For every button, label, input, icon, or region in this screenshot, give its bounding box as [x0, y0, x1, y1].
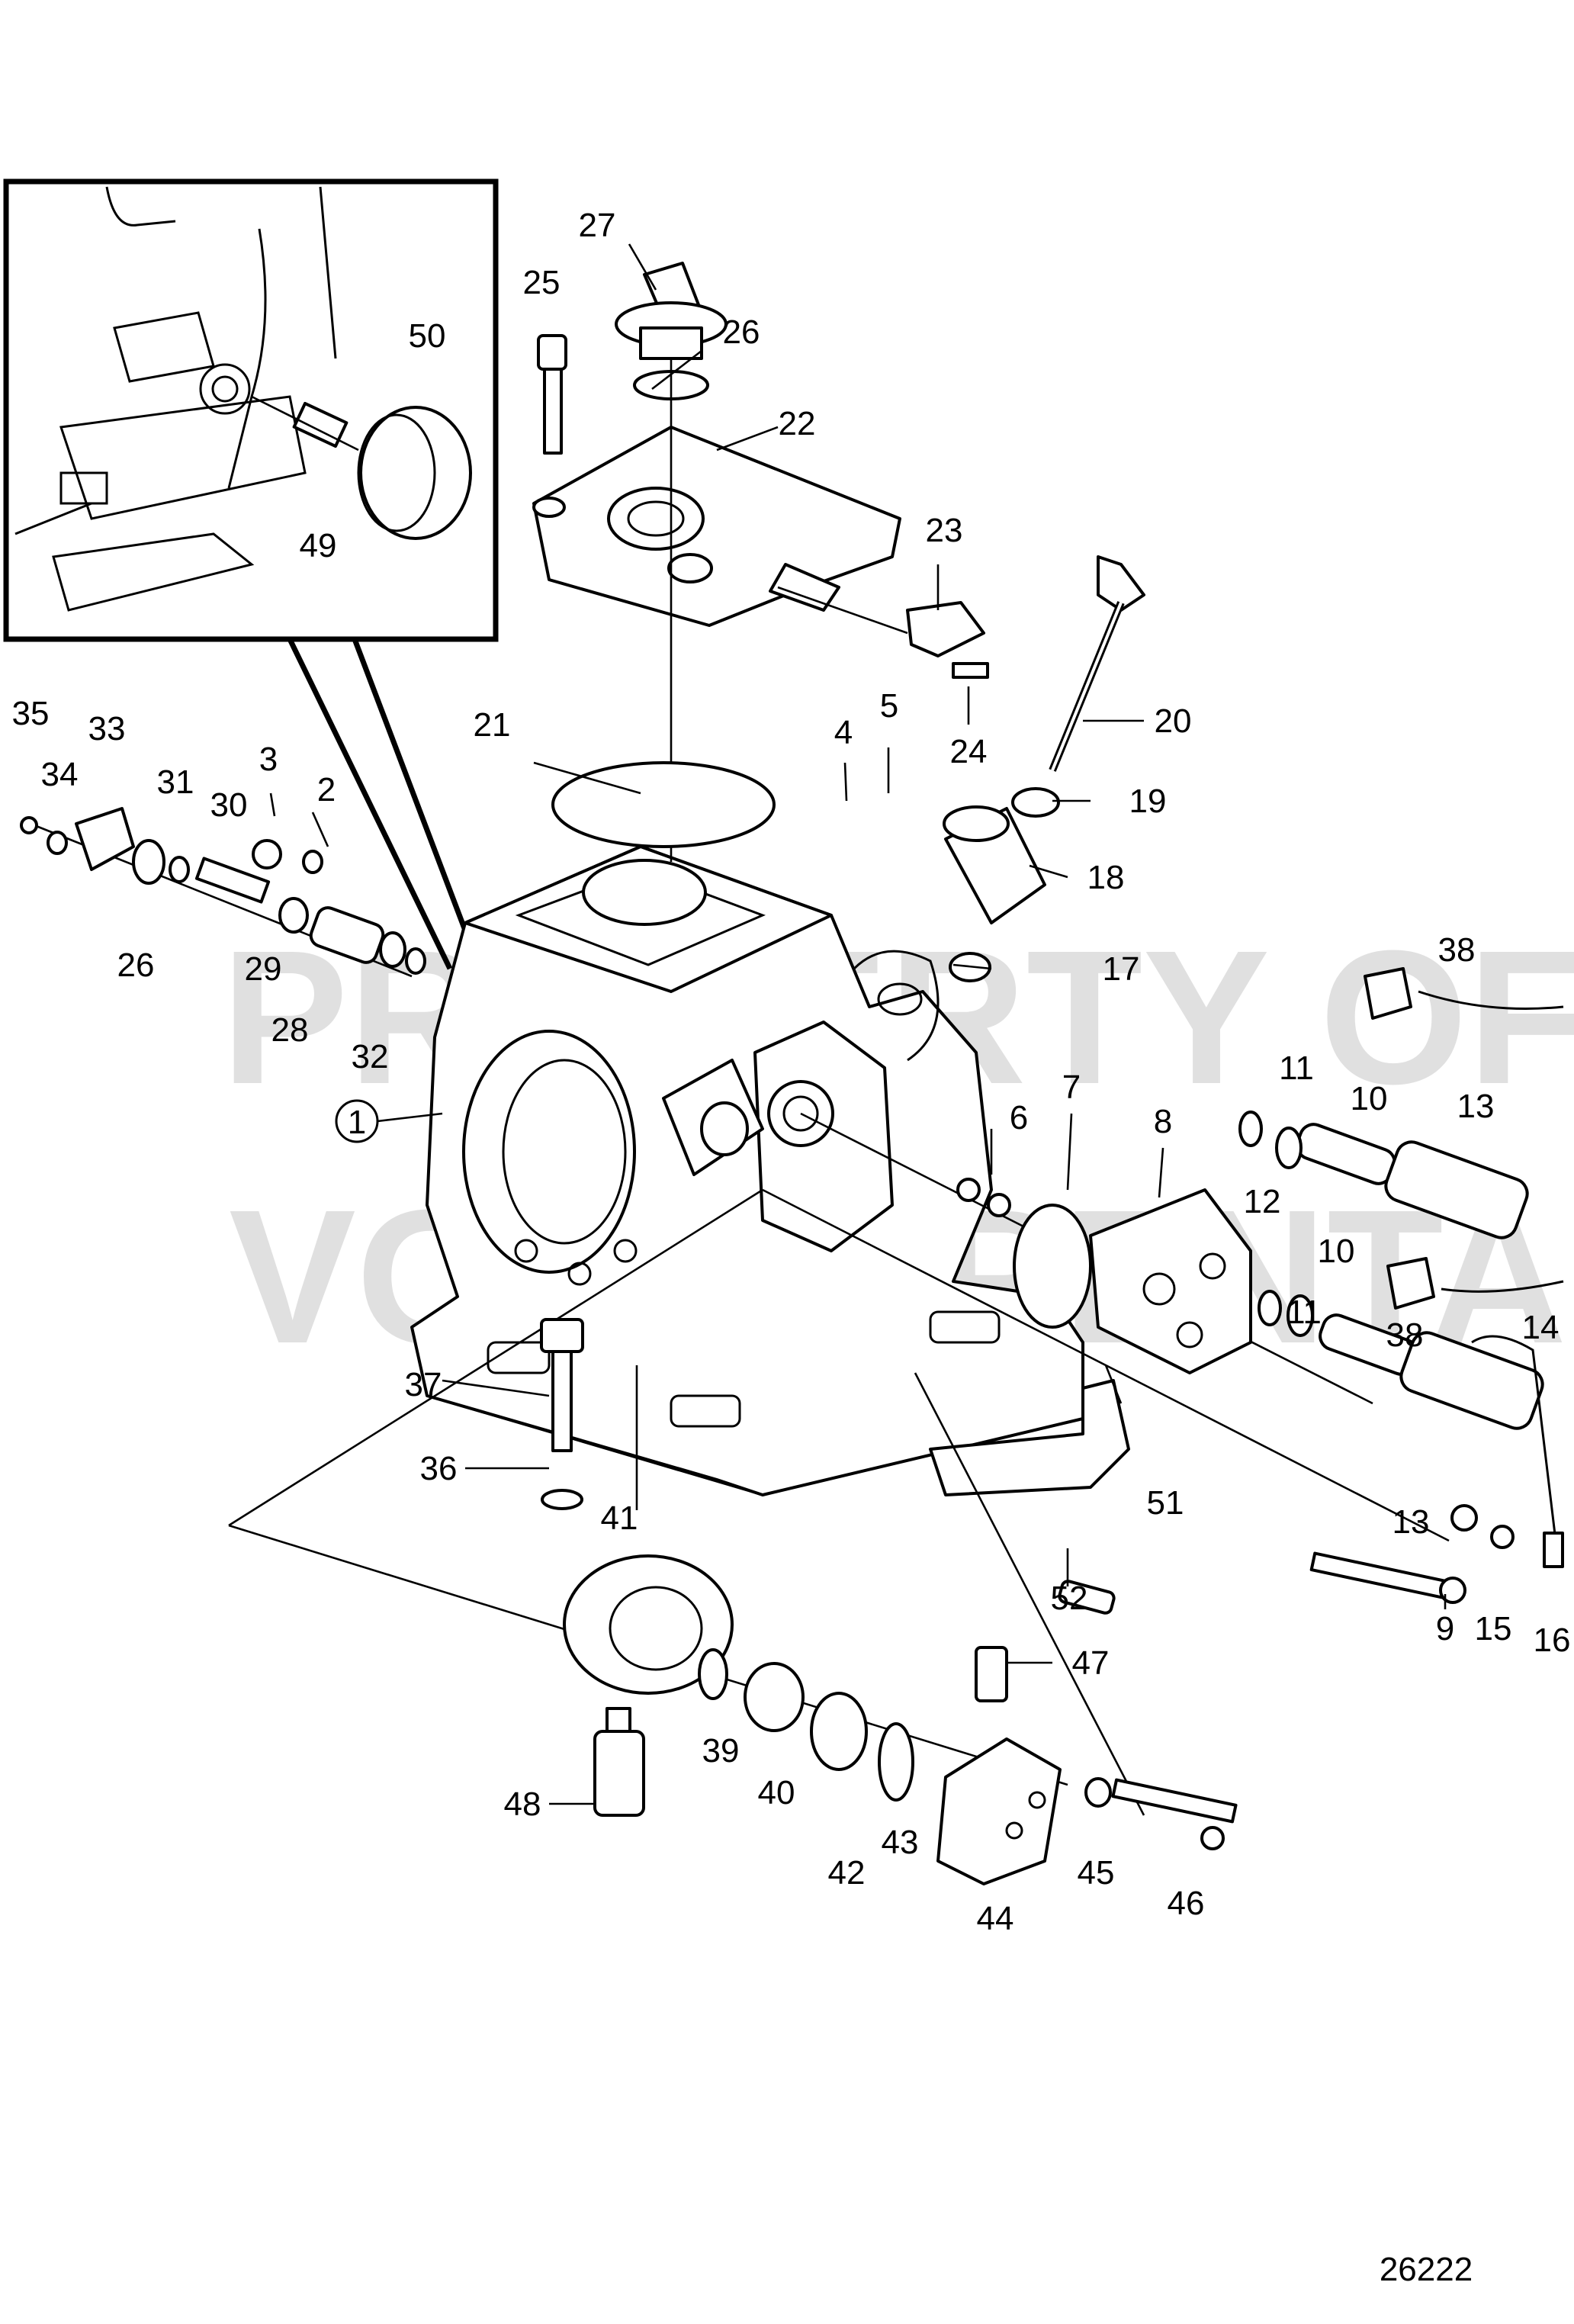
callout-17: 17 [1103, 950, 1140, 988]
callout-35: 35 [12, 695, 50, 732]
callout-38a: 38 [1438, 931, 1476, 969]
callout-11b: 11 [1287, 1294, 1322, 1331]
callout-43: 43 [882, 1824, 919, 1861]
callout-20: 20 [1155, 702, 1192, 740]
callout-40: 40 [758, 1774, 795, 1811]
sender-group [777, 586, 989, 679]
callout-24: 24 [950, 733, 988, 770]
reference-number: 26222 [1380, 2251, 1473, 2288]
callout-42: 42 [828, 1854, 866, 1892]
callout-47: 47 [1072, 1644, 1110, 1682]
callout-39: 39 [702, 1732, 740, 1770]
left-parts-group [20, 807, 426, 978]
callout-16: 16 [1534, 1622, 1571, 1659]
callout-45: 45 [1078, 1854, 1115, 1892]
callout-38b: 38 [1386, 1316, 1424, 1354]
callout-14: 14 [1522, 1309, 1560, 1346]
callout-44: 44 [977, 1900, 1014, 1937]
callout-7: 7 [1062, 1069, 1081, 1106]
large-o-ring [551, 761, 776, 848]
callout-8: 8 [1154, 1103, 1172, 1140]
callout-26b: 26 [117, 947, 155, 984]
callout-31: 31 [157, 763, 194, 801]
callout-2: 2 [317, 771, 336, 808]
callout-28: 28 [271, 1011, 309, 1049]
callout-27: 27 [579, 207, 616, 244]
callout-29: 29 [245, 950, 282, 988]
callout-22: 22 [779, 405, 816, 442]
callout-12: 12 [1244, 1183, 1281, 1220]
callout-37: 37 [405, 1366, 442, 1403]
callout-1: 1 [348, 1104, 366, 1141]
callout-51: 51 [1147, 1484, 1184, 1522]
dipstick-group [943, 555, 1145, 982]
inset-pointer [287, 638, 468, 970]
callout-50: 50 [409, 317, 446, 355]
callout-52: 52 [1051, 1580, 1088, 1617]
callout-21: 21 [474, 706, 511, 744]
callout-19: 19 [1129, 783, 1167, 820]
callout-10a: 10 [1351, 1080, 1388, 1117]
callout-6: 6 [1010, 1099, 1028, 1136]
callout-9: 9 [1436, 1610, 1454, 1647]
callout-23: 23 [926, 512, 963, 549]
callout-13b: 13 [1393, 1503, 1430, 1541]
callout-10b: 10 [1318, 1233, 1355, 1270]
bottom-parts-group [228, 1188, 1238, 1885]
callout-5: 5 [880, 687, 898, 725]
callout-26a: 26 [723, 313, 760, 351]
callout-41: 41 [601, 1500, 638, 1537]
callout-30: 30 [210, 786, 248, 824]
callout-4: 4 [834, 714, 853, 751]
callout-46: 46 [1168, 1885, 1205, 1922]
callout-labels: 1 2 3 4 5 6 7 8 9 10 10 11 11 12 13 13 1… [12, 207, 1571, 1937]
callout-11a: 11 [1279, 1049, 1314, 1087]
callout-leaders [269, 243, 1447, 1805]
callout-36: 36 [420, 1450, 458, 1487]
callout-25: 25 [523, 264, 561, 301]
callout-3: 3 [259, 741, 278, 778]
right-parts-group [762, 967, 1564, 1615]
callout-32: 32 [352, 1038, 389, 1075]
inset-detail [3, 178, 499, 642]
callout-13a: 13 [1457, 1088, 1495, 1125]
callout-33: 33 [88, 710, 126, 747]
callout-15: 15 [1475, 1610, 1512, 1647]
callout-34: 34 [41, 756, 79, 793]
callout-49: 49 [300, 527, 337, 564]
callout-48: 48 [504, 1786, 541, 1823]
callout-18: 18 [1087, 859, 1125, 896]
